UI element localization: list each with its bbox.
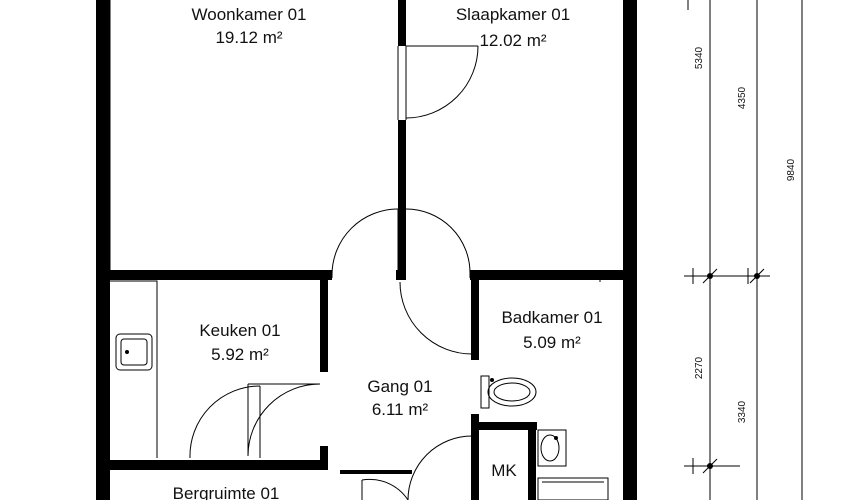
dimension-label-5340: 5340 [694,46,705,69]
room-area-keuken: 5.92 m² [211,345,269,364]
room-name-badkamer: Badkamer 01 [501,308,602,327]
door-mk [407,435,473,500]
room-labels: Woonkamer 01 19.12 m² Slaapkamer 01 12.0… [173,5,603,500]
dimension-marker-bottom [684,458,740,474]
dimension-label-4350: 4350 [737,86,748,109]
fixtures [115,333,567,467]
wall-kitchen-hall [320,280,328,372]
wall-horizontal-mid-left [96,270,332,280]
door-storage [361,478,409,500]
kitchen-counter [110,280,158,458]
outer-wall-left [96,0,110,500]
wall-bath-mk [471,422,537,430]
wall-horizontal-mid-right [470,270,630,280]
bathroom-sink-icon [537,429,567,467]
room-area-slaapkamer: 12.02 m² [479,31,546,50]
dimension-label-9840: 9840 [786,158,797,181]
door-kitchen [189,383,321,459]
wall-living-bedroom-lower [398,120,406,280]
wall-bath-lower [471,414,479,428]
dimension-label-3340: 3340 [737,400,748,423]
room-name-gang: Gang 01 [367,377,432,396]
dimension-marker-top [684,268,770,284]
wall-mk-left [471,428,479,500]
door-living-hall [331,208,471,278]
door-hall-bath [399,281,478,355]
walls [96,0,637,500]
room-name-mk: MK [491,461,517,480]
room-name-bergruimte: Bergruimte 01 [173,484,280,500]
room-name-slaapkamer: Slaapkamer 01 [456,5,570,24]
room-name-woonkamer: Woonkamer 01 [192,5,307,24]
wall-kitchen-hall-lower [320,446,328,462]
wall-hall-bath [471,280,479,360]
dimension-label-2270: 2270 [694,356,705,379]
dimension-lines: 5340 4350 9840 2270 3340 [684,0,803,500]
doors [189,45,479,500]
thin-lines [109,0,609,500]
kitchen-sink-icon [115,333,153,371]
room-area-woonkamer: 19.12 m² [215,28,282,47]
door-bedroom [405,45,479,119]
room-area-badkamer: 5.09 m² [523,333,581,352]
wall-kitchen-storage [96,460,328,470]
wall-gang-storage [340,470,412,474]
wall-living-bedroom [398,0,406,46]
storage-cabinet [537,477,609,500]
toilet-icon [480,375,537,409]
room-area-gang: 6.11 m² [372,400,429,419]
outer-wall-right [623,0,637,500]
room-name-keuken: Keuken 01 [199,321,280,340]
wall-horizontal-mid-center [396,270,406,280]
wall-mk-right [528,422,536,500]
